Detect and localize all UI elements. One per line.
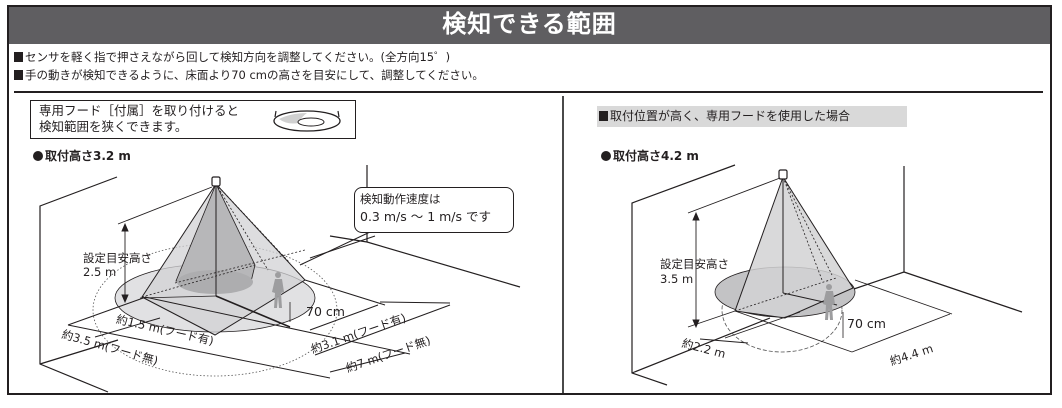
speed-callout: 検知動作速度は 0.3 m/s ～ 1 m/s です: [354, 187, 514, 233]
set-height-label-left: 設定目安高さ: [83, 251, 152, 265]
high-mount-title: 取付位置が高く、専用フードを使用した場合: [597, 106, 907, 127]
square-bullet-icon: [14, 52, 23, 62]
set-height-value-right: 3.5 m: [660, 272, 694, 286]
mount-height-left: 取付高さ3.2 m: [33, 147, 131, 164]
circle-bullet-icon: [601, 151, 611, 161]
set-height-value-left: 2.5 m: [83, 265, 117, 279]
square-bullet-icon: [14, 70, 23, 80]
hand-height-right: 70 cm: [847, 316, 886, 331]
mount-height-right: 取付高さ4.2 m: [601, 147, 699, 164]
divider-horizontal: [14, 91, 1043, 93]
person-icon: [823, 284, 835, 320]
hood-note-box: 専用フード［付属］を取り付けると 検知範囲を狭くできます。: [30, 100, 356, 139]
detection-diagram-left: [39, 165, 521, 393]
circle-bullet-icon: [33, 151, 43, 161]
divider-vertical: [562, 96, 564, 393]
square-bullet-icon: [599, 111, 608, 121]
detection-diagram-right: [631, 164, 1023, 386]
hood-note-text: 専用フード［付属］を取り付けると 検知範囲を狭くできます。: [39, 103, 240, 134]
instruction-height: 手の動きが検知できるように、床面より70 cmの高さを目安にして、調整してくださ…: [14, 68, 484, 83]
hand-height-left: 70 cm: [306, 304, 345, 319]
set-height-label-right: 設定目安高さ: [660, 257, 729, 271]
person-icon: [272, 272, 284, 308]
page-title: 検知できる範囲: [7, 5, 1052, 44]
content-frame: [7, 5, 1052, 395]
hood-dish-icon: [273, 110, 341, 132]
instruction-rotate: センサを軽く指で押さえながら回して検知方向を調整してください。(全方向15゜): [14, 50, 450, 65]
